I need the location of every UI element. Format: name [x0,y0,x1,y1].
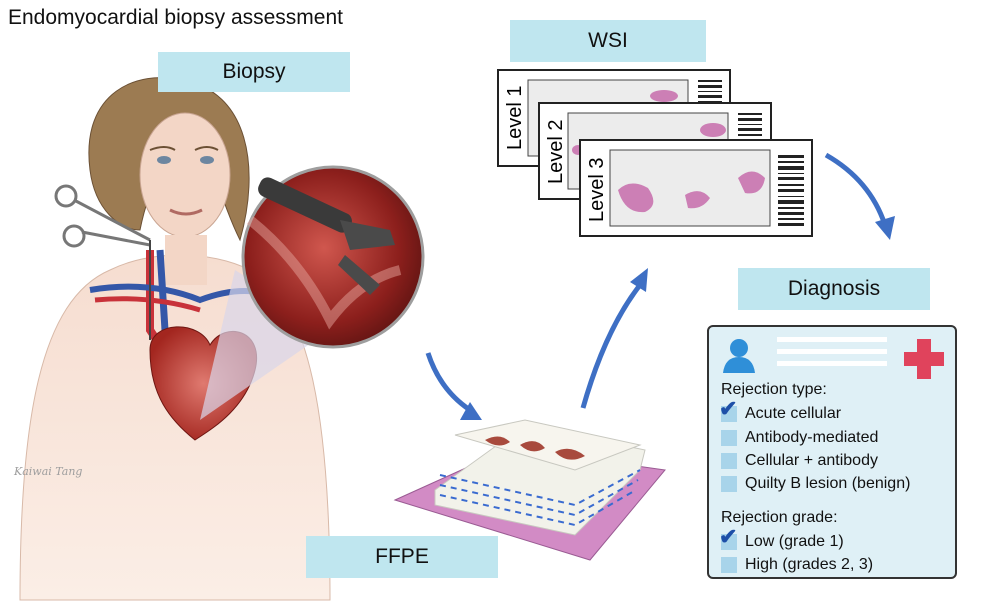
slide-level-3 [579,139,813,237]
rejection-type-title: Rejection type: [721,381,827,398]
check-icon: ✔ [719,396,738,421]
forceps-icon [54,184,151,340]
user-icon [723,339,755,373]
option-antibody-mediated[interactable]: Antibody-mediated [721,428,878,448]
ffpe-block [393,419,666,561]
biopsy-zoom-circle [200,165,425,420]
checkbox[interactable]: ✔ [719,398,737,422]
option-high-grade[interactable]: High (grades 2, 3) [721,555,873,575]
arrow-heads [460,216,895,420]
arrow-wsi-to-diagnosis [824,152,888,226]
diagnosis-label: Diagnosis [738,268,930,310]
option-acute-cellular[interactable]: ✔ Acute cellular [719,396,842,422]
option-cellular-antibody[interactable]: Cellular + antibody [721,451,878,471]
checkbox[interactable] [721,430,737,446]
artist-signature: Kaiwai Tang [13,465,82,478]
figure-title: Endomyocardial biopsy assessment [8,6,343,29]
check-icon: ✔ [719,524,738,549]
diagnosis-card: Rejection type: ✔ Acute cellular Antibod… [707,325,957,579]
slide-level-2-label: Level 2 [545,120,567,185]
option-quilty-b[interactable]: Quilty B lesion (benign) [721,474,910,494]
arrow-head-icon [875,216,895,240]
arrow-head-icon [460,402,482,420]
wsi-label: WSI [510,20,706,62]
slide-level-3-label: Level 3 [586,158,608,223]
slide-level-1-label: Level 1 [504,86,526,151]
medical-cross-icon [904,339,944,379]
biopsy-label: Biopsy [158,52,350,92]
checkbox[interactable]: ✔ [719,526,737,550]
placeholder-line [777,349,887,354]
checkbox[interactable] [721,476,737,492]
placeholder-line [777,337,887,342]
arrow-ffpe-to-wsi [580,283,642,409]
rejection-grade-title: Rejection grade: [721,509,838,526]
ffpe-label: FFPE [306,536,498,578]
placeholder-line [777,361,887,366]
checkbox[interactable] [721,557,737,573]
arrow-biopsy-to-ffpe [425,352,472,413]
option-low-grade[interactable]: ✔ Low (grade 1) [719,524,844,550]
arrow-head-icon [630,268,648,292]
wsi-slide-stack: Level 1 Level 2 Level 3 [497,69,813,237]
workflow-arrows [425,152,888,413]
checkbox[interactable] [721,453,737,469]
